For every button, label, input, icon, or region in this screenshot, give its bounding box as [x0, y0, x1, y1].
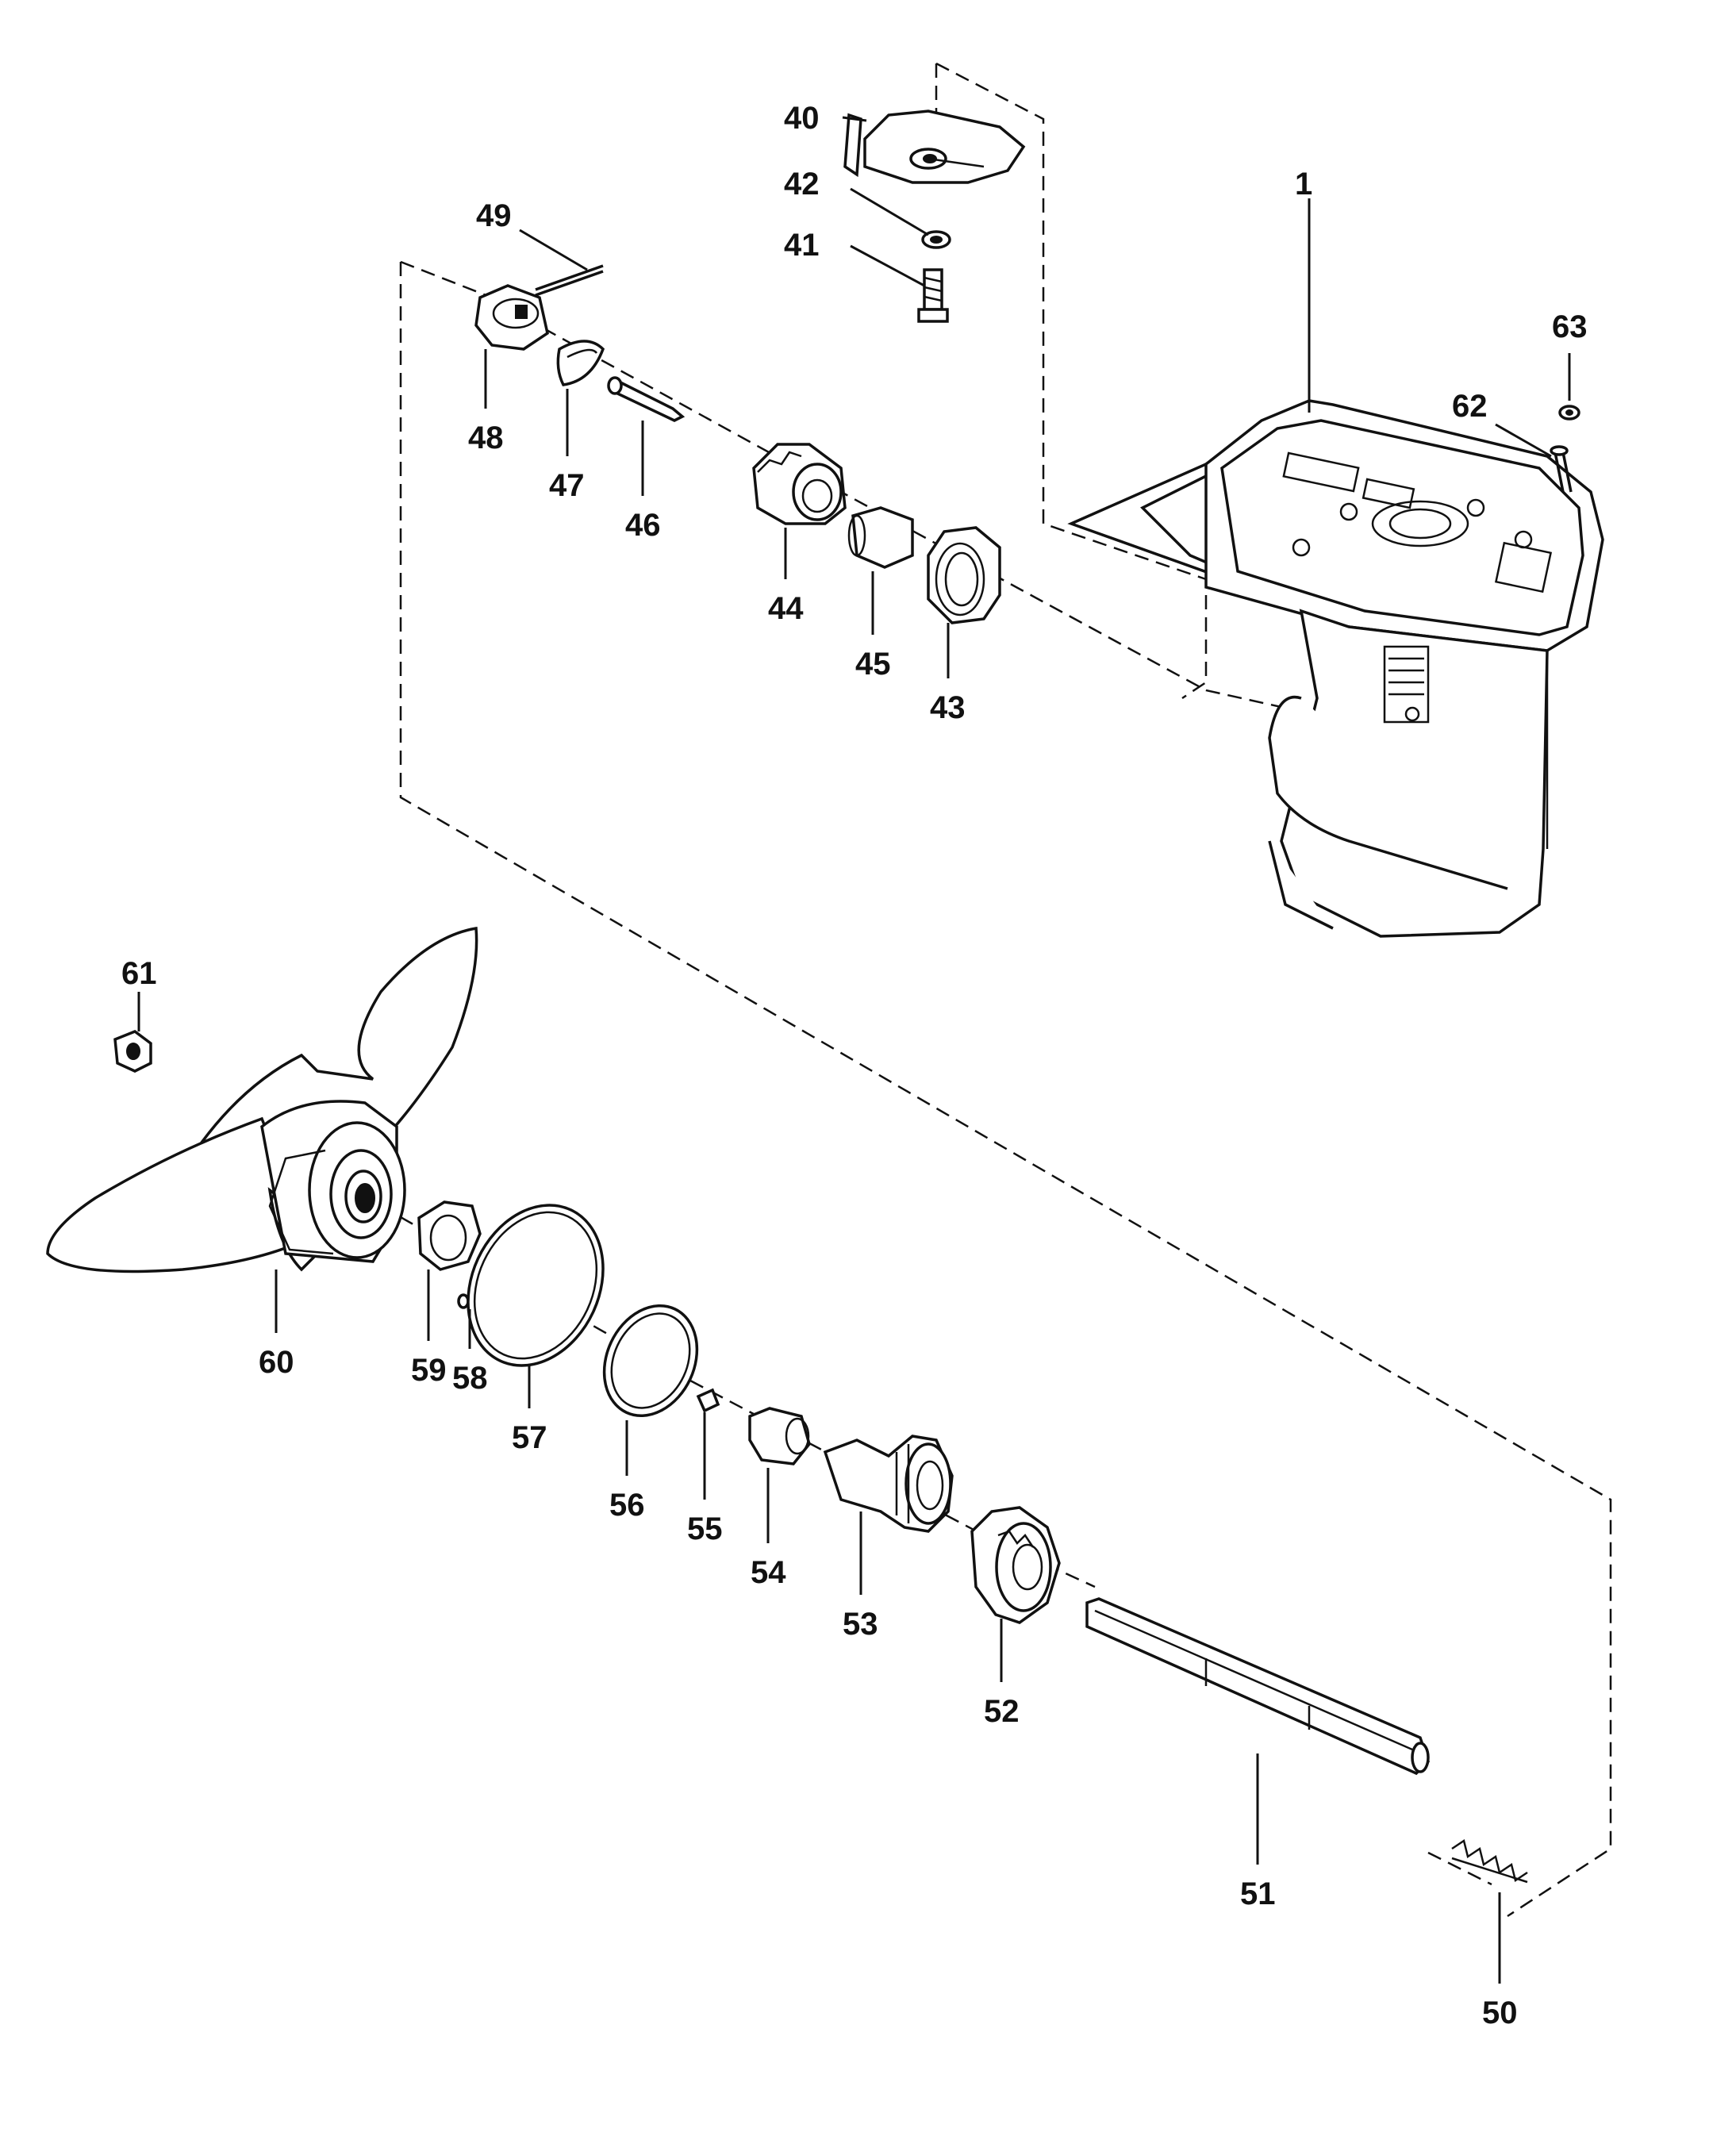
- pin-49: [535, 264, 604, 297]
- callout-40: 40: [784, 101, 820, 136]
- callout-60: 60: [259, 1345, 294, 1380]
- callout-44: 44: [768, 591, 804, 626]
- screw-62: [1550, 445, 1573, 493]
- bearing-43: [927, 526, 1001, 624]
- callout-58: 58: [452, 1361, 488, 1396]
- callout-51: 51: [1240, 1876, 1276, 1911]
- leader-lines: [137, 116, 1571, 1984]
- callout-labels: 1 40 41 42 43 44 45 46 47 48 49 50 51 52…: [121, 101, 1588, 2030]
- callout-45: 45: [855, 647, 891, 682]
- trim-tab-anode: [843, 109, 1026, 184]
- shift-cam-48: [474, 284, 549, 351]
- propeller-shaft-51: [1085, 1597, 1431, 1776]
- washer-63: [1558, 405, 1580, 421]
- callout-56: 56: [609, 1488, 645, 1523]
- forward-gear-52: [970, 1506, 1061, 1624]
- assembly-guide-lines: [380, 62, 1612, 1918]
- callout-41: 41: [784, 228, 820, 263]
- anode-screw: [917, 268, 949, 323]
- pinion-gear-44: [752, 443, 847, 525]
- cam-follower-46: [607, 376, 686, 422]
- spring-50: [1451, 1838, 1528, 1884]
- thrust-hub-59: [417, 1200, 482, 1271]
- callout-57: 57: [512, 1420, 547, 1455]
- callout-47: 47: [549, 468, 585, 503]
- bearing-54: [748, 1407, 811, 1465]
- callout-49: 49: [476, 198, 512, 233]
- callout-54: 54: [751, 1555, 786, 1590]
- o-ring-56: [602, 1304, 699, 1418]
- callout-43: 43: [930, 690, 966, 725]
- key-55: [696, 1388, 720, 1413]
- callout-61: 61: [121, 956, 157, 991]
- callout-62: 62: [1452, 389, 1488, 424]
- callout-59: 59: [411, 1353, 447, 1388]
- gear-housing: [1067, 399, 1604, 938]
- callout-53: 53: [843, 1607, 878, 1642]
- callout-63: 63: [1552, 309, 1588, 344]
- callout-42: 42: [784, 167, 820, 202]
- callout-46: 46: [625, 508, 661, 543]
- prop-nut-61: [113, 1030, 152, 1073]
- retainer-47: [556, 340, 605, 386]
- retainer-plate-57: [467, 1204, 605, 1367]
- callout-52: 52: [984, 1694, 1020, 1729]
- bushing-45: [847, 506, 914, 569]
- callout-48: 48: [468, 421, 504, 455]
- callout-50: 50: [1482, 1995, 1518, 2030]
- bearing-carrier-53: [823, 1435, 954, 1533]
- propeller-60: [46, 926, 478, 1273]
- anode-washer: [921, 230, 951, 249]
- callout-1: 1: [1295, 167, 1312, 202]
- callout-55: 55: [687, 1511, 723, 1546]
